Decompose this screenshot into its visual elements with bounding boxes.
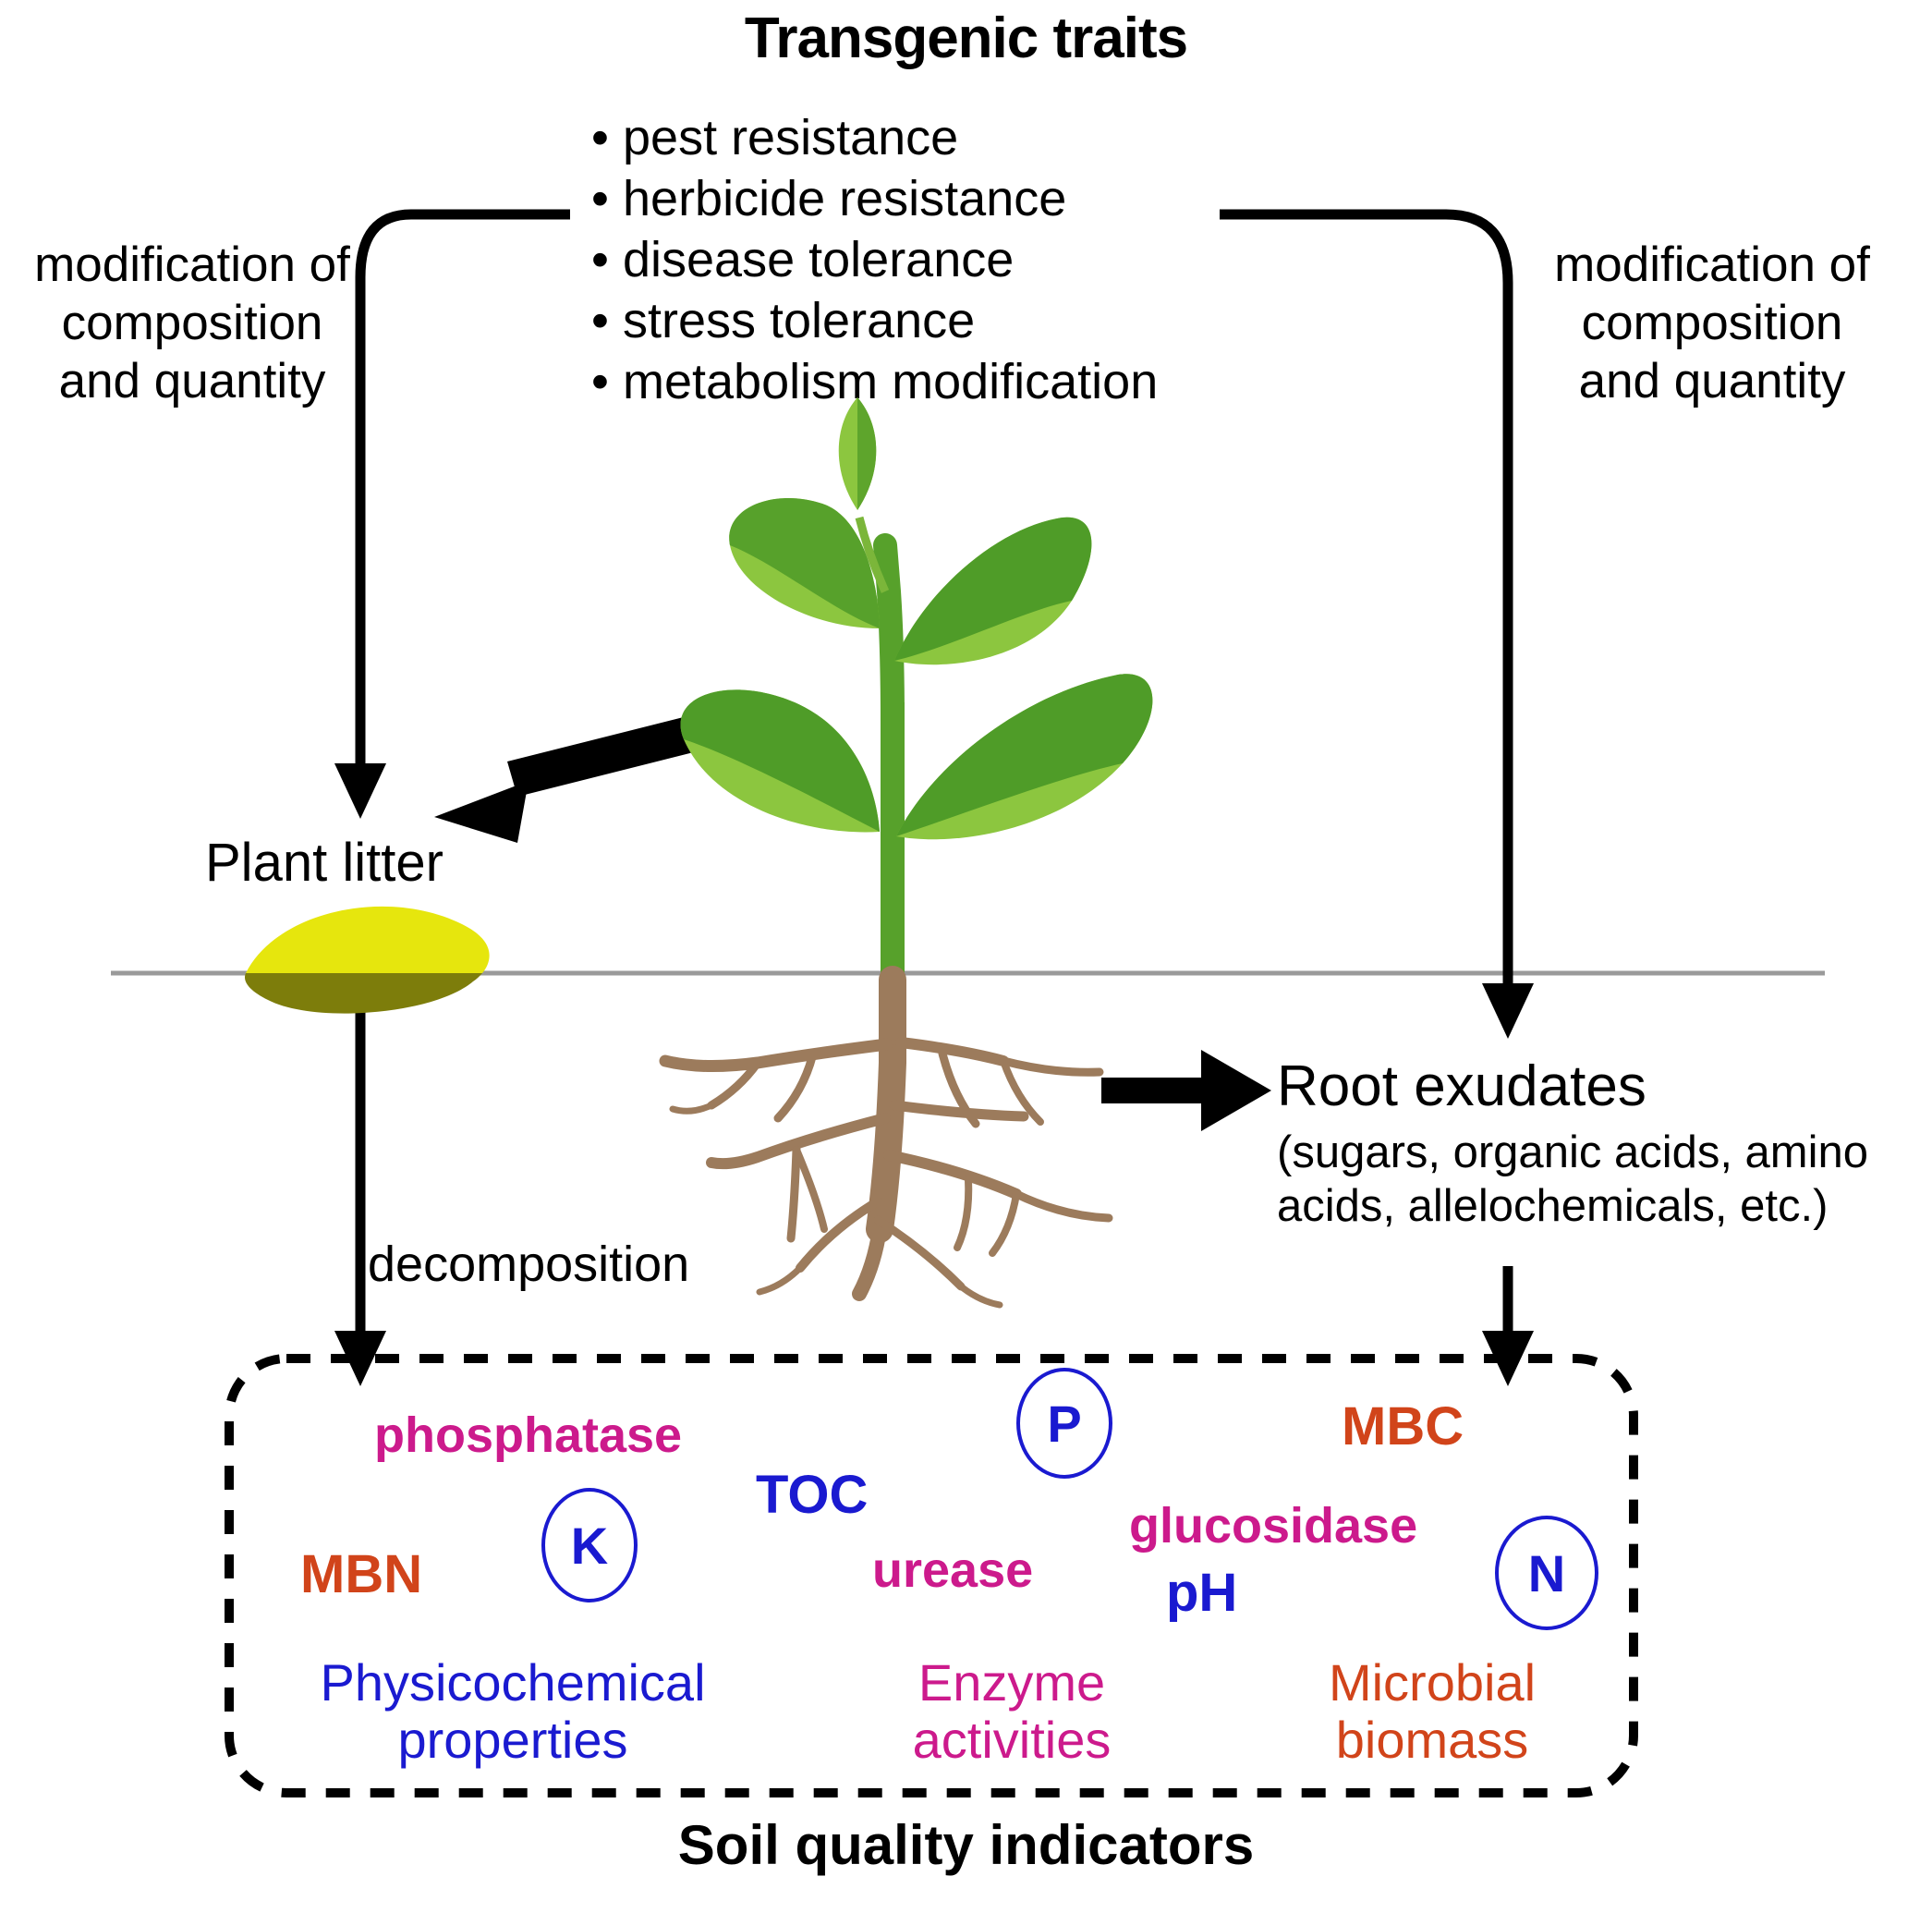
trait-label: pest resistance [623, 110, 959, 165]
caption-line: composition [1581, 296, 1843, 350]
indicator-ph: pH [1166, 1563, 1238, 1623]
trait-item: • metabolism modification [591, 351, 1294, 412]
indicator-mbc: MBC [1342, 1396, 1464, 1456]
left-modification-arrow [334, 209, 570, 819]
indicator-phosphatase: phosphatase [374, 1407, 683, 1463]
category-line: biomass [1335, 1711, 1529, 1769]
category-line: activities [912, 1711, 1112, 1769]
lower-right-leaf [896, 674, 1153, 840]
upper-left-leaf [729, 497, 880, 628]
indicator-toc: TOC [756, 1465, 869, 1525]
trait-item: • herbicide resistance [591, 168, 1294, 229]
root-to-exudates-arrow [1101, 1050, 1271, 1131]
caption-line: and quantity [58, 354, 326, 408]
bullet-icon: • [591, 110, 609, 165]
circled-nutrient-p: P [1016, 1368, 1112, 1479]
page-title: Transgenic traits [744, 6, 1188, 70]
apical-bud-leaf [838, 397, 877, 510]
trait-item: • disease tolerance [591, 229, 1294, 290]
soil-quality-indicators-box [225, 1354, 1638, 1797]
trait-label: metabolism modification [623, 354, 1159, 409]
root-exudates-label: Root exudates [1277, 1054, 1646, 1118]
root-exudates-to-box-arrow [1482, 1266, 1534, 1386]
bullet-icon: • [591, 232, 609, 287]
left-modification-caption: modification of composition and quantity [7, 236, 377, 410]
trait-item: • stress tolerance [591, 290, 1294, 351]
circled-nutrient-k: K [541, 1488, 638, 1602]
lower-left-leaf [680, 689, 880, 833]
plant-litter-label: Plant litter [205, 833, 444, 893]
plant-litter-leaf [245, 906, 490, 1014]
category-line: Microbial [1328, 1653, 1537, 1712]
indicator-urease: urease [872, 1542, 1034, 1598]
bullet-icon: • [591, 293, 609, 348]
upper-right-leaf [894, 517, 1092, 665]
transgenic-traits-list: • pest resistance • herbicide resistance •… [591, 107, 1294, 412]
bullet-icon: • [591, 171, 609, 226]
category-line: Enzyme [917, 1653, 1106, 1712]
trait-label: herbicide resistance [623, 171, 1067, 226]
caption-line: modification of [1554, 238, 1870, 292]
decomposition-arrow [334, 1007, 386, 1386]
indicator-glucosidase: glucosidase [1129, 1498, 1418, 1554]
bullet-icon: • [591, 354, 609, 409]
category-line: properties [397, 1711, 628, 1769]
decomposition-label: decomposition [368, 1237, 690, 1292]
root-exudates-sublabel: (sugars, organic acids, amino acids, all… [1277, 1127, 1869, 1231]
caption-line: composition [61, 296, 323, 350]
right-modification-arrow [1220, 209, 1534, 1039]
plant-illustration [659, 397, 1153, 1309]
category-line: Physicochemical [320, 1653, 706, 1712]
root-system [659, 966, 1113, 1309]
trait-item: • pest resistance [591, 107, 1294, 168]
right-modification-caption: modification of composition and quantity [1513, 236, 1911, 410]
caption-line: and quantity [1578, 354, 1846, 408]
caption-line: modification of [34, 238, 350, 292]
indicator-mbn: MBN [300, 1544, 423, 1604]
soil-quality-indicators-caption: Soil quality indicators [677, 1814, 1255, 1876]
circled-nutrient-n: N [1495, 1516, 1598, 1630]
trait-label: disease tolerance [623, 232, 1015, 287]
trait-label: stress tolerance [623, 293, 976, 348]
